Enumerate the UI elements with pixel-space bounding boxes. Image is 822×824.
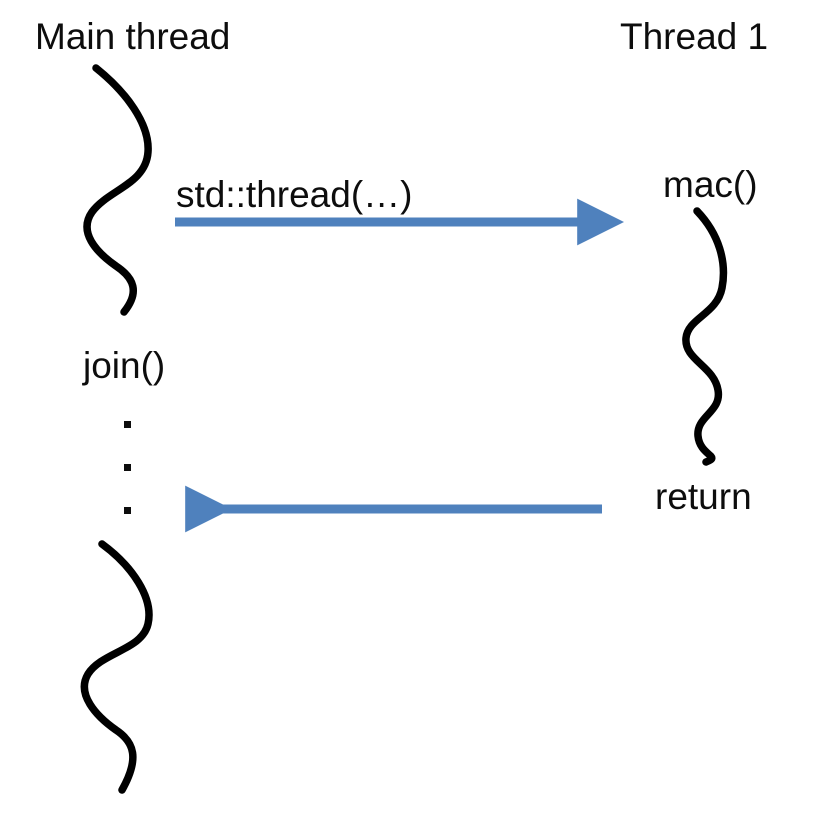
ellipsis-dot — [124, 464, 131, 471]
lane-header-thread-1: Thread 1 — [620, 16, 769, 57]
ellipsis-dot — [124, 421, 131, 428]
message-label-spawn: std::thread(…) — [176, 174, 413, 215]
lane-header-main-thread: Main thread — [35, 16, 231, 57]
message-label-return: return — [655, 476, 752, 517]
call-label-mac: mac() — [663, 164, 758, 205]
lifeline-worker-squiggle — [682, 207, 728, 466]
lifeline-main-upper-squiggle — [83, 64, 152, 316]
lifeline-main-lower-squiggle — [80, 540, 153, 794]
call-label-join: join() — [83, 345, 166, 386]
ellipsis-dot — [124, 507, 131, 514]
